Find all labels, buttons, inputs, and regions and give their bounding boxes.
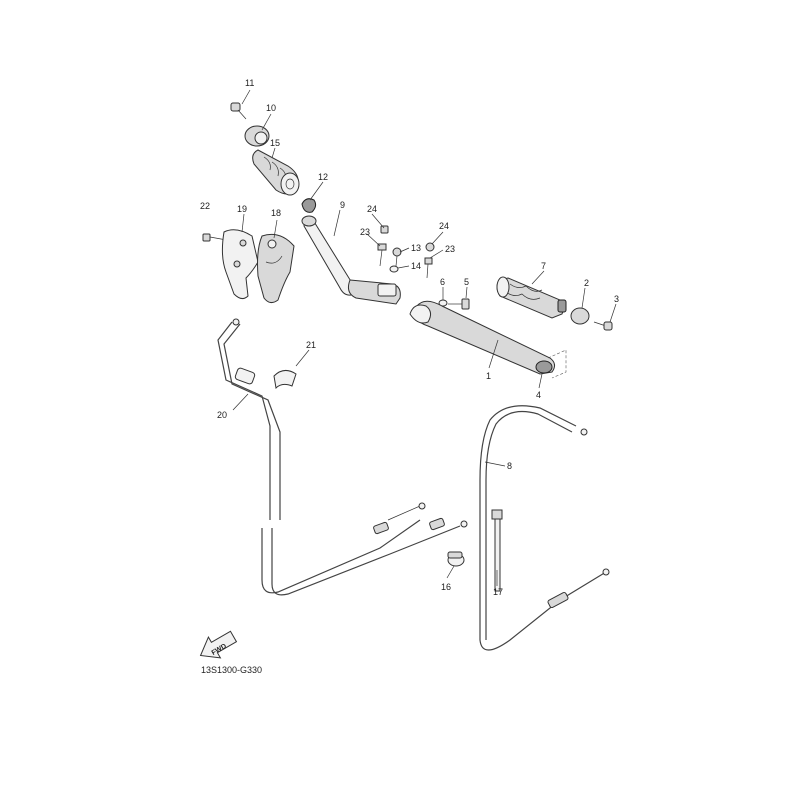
bolt-part-23-left (377, 243, 387, 267)
fwd-arrow-icon: FWD (199, 630, 238, 659)
leader-lines (232, 89, 617, 586)
clip-on-handlebar-part-9 (301, 215, 401, 305)
callout-22: 22 (200, 201, 210, 211)
callout-23-left: 23 (360, 227, 370, 237)
screw-part-3 (593, 321, 613, 331)
callout-20: 20 (217, 410, 227, 420)
callout-2: 2 (584, 278, 589, 288)
callout-8: 8 (507, 461, 512, 471)
washer-part-14 (389, 265, 399, 273)
grip-end-part-10 (244, 125, 270, 147)
handlebar-part-1 (409, 300, 567, 379)
callout-1: 1 (486, 371, 491, 381)
throttle-cable-part-20 (217, 318, 468, 596)
callout-16: 16 (441, 582, 451, 592)
grip-end-part-2 (570, 307, 590, 325)
callout-24-right: 24 (439, 221, 449, 231)
grip-part-7 (496, 276, 567, 319)
cable-tie-part-17 (491, 509, 503, 592)
callout-17: 17 (493, 587, 503, 597)
callout-21: 21 (306, 340, 316, 350)
callout-23-right: 23 (445, 244, 455, 254)
cable-clamp-part-16 (447, 551, 465, 567)
callout-12: 12 (318, 172, 328, 182)
callout-10: 10 (266, 103, 276, 113)
collar-part-12 (301, 198, 317, 213)
callout-19: 19 (237, 204, 247, 214)
bar-end-part-4 (535, 360, 553, 374)
callout-4: 4 (536, 390, 541, 400)
callout-15: 15 (270, 138, 280, 148)
callout-6: 6 (440, 277, 445, 287)
diagram-code: 13S1300-G330 (201, 665, 262, 675)
callout-5: 5 (464, 277, 469, 287)
screw-part-11 (230, 102, 247, 120)
callout-14: 14 (411, 261, 421, 271)
callout-3: 3 (614, 294, 619, 304)
switch-housing-part-19 (221, 229, 259, 300)
bolt-part-23-right (424, 257, 433, 279)
clutch-cable-part-8 (479, 405, 610, 651)
nut-part-24-right (425, 242, 435, 252)
callout-11: 11 (245, 78, 254, 88)
clamp-part-21 (273, 370, 297, 390)
callout-13: 13 (411, 243, 421, 253)
callout-7: 7 (541, 261, 546, 271)
bolt-part-24-left (380, 225, 389, 234)
bolt-part-13 (392, 247, 402, 267)
throttle-grip-part-15 (252, 149, 300, 196)
callout-18: 18 (271, 208, 281, 218)
switch-housing-part-18 (257, 233, 295, 304)
callout-9: 9 (340, 200, 345, 210)
bolt-part-5 (448, 298, 470, 310)
callout-24-left: 24 (367, 204, 377, 214)
